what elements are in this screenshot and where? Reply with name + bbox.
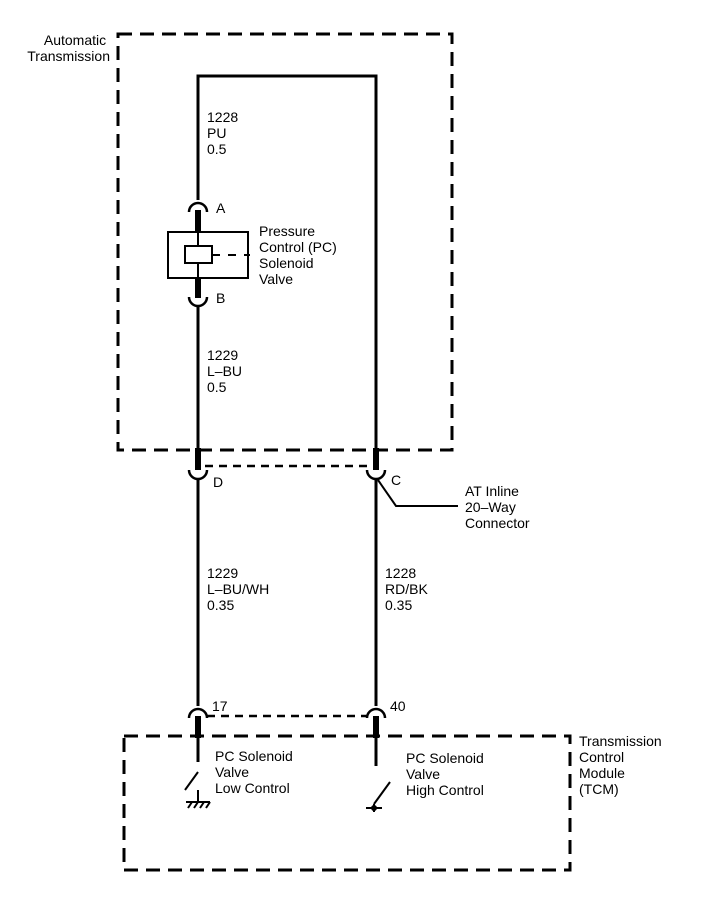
wire-1228-pu-label: 1228 PU 0.5 (207, 109, 242, 157)
high-control-switch (366, 738, 391, 812)
high-control-label: PC Solenoid Valve High Control (406, 750, 488, 798)
low-control-label: PC Solenoid Valve Low Control (215, 748, 297, 796)
tcm-boundary (122, 734, 572, 872)
connector-a: A (187, 200, 226, 232)
inline-connector-leader (377, 479, 458, 507)
tcm-label: Transmission Control Module (TCM) (579, 733, 666, 797)
inline-connector-label: AT Inline 20–Way Connector (465, 483, 530, 531)
pc-solenoid-valve-label: Pressure Control (PC) Solenoid Valve (259, 223, 341, 287)
pin-a-label: A (216, 200, 226, 216)
pin-40-label: 40 (390, 698, 406, 714)
wire-1229-lbu-label: 1229 L–BU 0.5 (207, 347, 246, 395)
tcm-connector: 17 40 (187, 698, 406, 738)
automatic-transmission-label: Automatic Transmission (27, 32, 110, 64)
pc-solenoid-valve (167, 231, 250, 279)
automatic-transmission-boundary (116, 32, 454, 452)
pin-d-label: D (213, 474, 223, 490)
connector-b: B (187, 278, 225, 308)
wire-1229-lbu-wh-label: 1229 L–BU/WH 0.35 (207, 565, 273, 613)
pin-17-label: 17 (212, 698, 228, 714)
wire-1228-rd-bk-label: 1228 RD/BK 0.35 (385, 565, 432, 613)
low-control-switch (184, 738, 211, 809)
inline-connector: D C (187, 448, 401, 490)
pin-b-label: B (216, 290, 225, 306)
pin-c-label: C (391, 472, 401, 488)
wire-1228-pu (196, 74, 378, 448)
